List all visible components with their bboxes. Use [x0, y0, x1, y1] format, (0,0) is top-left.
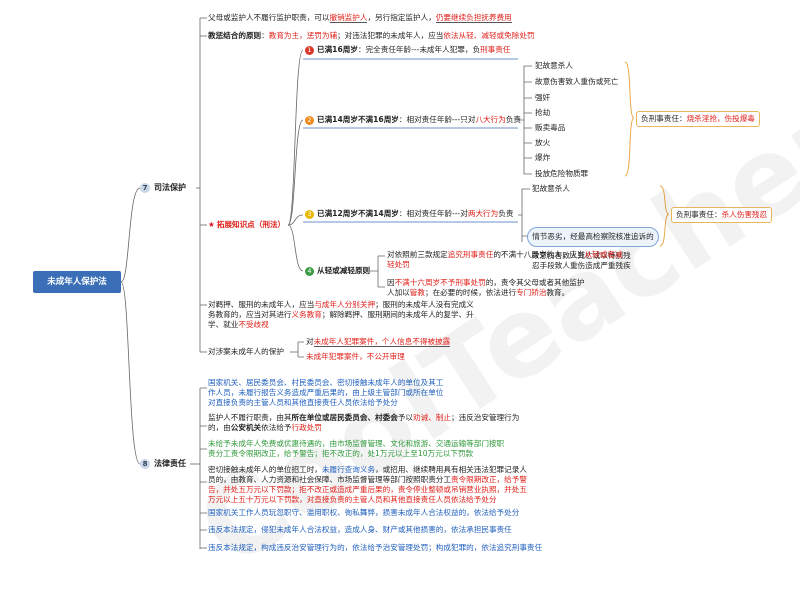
- involved-item-2: 未成年犯罪案件，不公开审理: [306, 352, 405, 361]
- lenient-rule-1: 对依照前三款规定追究刑事责任的不满十八周岁的人，应当从轻或者减 轻处罚: [387, 250, 623, 269]
- crime-item: 强奸: [535, 93, 551, 102]
- age12-injury-item: 故意伤害致人死亡或以特别残忍手段致人重伤造成严重残疾: [532, 251, 631, 270]
- crime-item: 犯故意杀人: [535, 61, 573, 70]
- number-two-icon: 2: [305, 115, 314, 125]
- liability-item-free-service: 未给予未成年人免费或优惠待遇的，由市场监督管理、文化和旅游、交通运输等部门按职责…: [208, 439, 505, 458]
- connector-lines: [120, 17, 670, 549]
- liability-item-civil: 违反本法规定，侵犯未成年人合法权益，造成人身、财产或其他损害的，依法承担民事责任: [208, 525, 512, 534]
- crime-item: 放火: [535, 138, 551, 147]
- branch-title: 司法保护: [154, 183, 186, 192]
- liability-item-criminal: 违反本法规定，构成违反治安管理行为的，依法给予治安管理处罚；构成犯罪的，依法追究…: [208, 543, 543, 552]
- age14-responsibility-callout: 负刑事责任：烧杀淫抢，伤投爆毒: [636, 111, 760, 127]
- crime-item: 抢劫: [535, 108, 551, 117]
- number-icon: 7: [140, 182, 150, 193]
- education-principle-line: 教惩结合的原则：教育为主，惩罚为辅；对违法犯罪的未成年人，应当依法从轻、减轻或免…: [208, 31, 535, 40]
- branch-title: 法律责任: [154, 459, 186, 468]
- number-four-icon: 4: [305, 266, 314, 276]
- liability-item-hiring: 密切接触未成年人的单位招工时，未履行查询义务，或招用、继续聘用具有相关违法犯罪记…: [208, 465, 527, 504]
- number-three-icon: 3: [305, 209, 314, 219]
- number-one-icon: 1: [305, 45, 314, 55]
- lenient-rule-2: 因不满十六周岁不予刑事处罚的，责令其父母或者其他监护 人加以管教；在必要的时候，…: [387, 278, 585, 297]
- guardian-line: 父母或监护人不履行监护职责，可以撤销监护人，另行指定监护人，仍要继续负担抚养费用: [208, 13, 512, 23]
- crime-item: 爆炸: [535, 153, 551, 162]
- serious-circumstance-bubble: 情节恶劣，经最高检察院核准追诉的: [527, 227, 659, 247]
- involved-minor-protection-node: 对涉案未成年人的保护: [208, 347, 284, 356]
- expand-knowledge-node[interactable]: ★拓展知识点（刑法）: [208, 220, 286, 229]
- liability-item-officials: 国家机关工作人员玩忽职守、滥用职权、徇私舞弊，损害未成年人合法权益的，依法给予处…: [208, 508, 520, 517]
- branch-legal-liability[interactable]: 8 法律责任: [140, 458, 186, 469]
- root-node[interactable]: 未成年人保护法: [33, 271, 121, 293]
- involved-item-1: 对未成年人犯罪案件，个人信息不得被披露: [306, 337, 451, 347]
- crime-item: 贩卖毒品: [535, 123, 566, 132]
- age12-murder-item: 犯故意杀人: [532, 184, 570, 193]
- star-icon: ★: [208, 220, 215, 229]
- liability-item-report: 国家机关、居民委员会、村民委员会、密切接触未成年人的单位及其工作人员，未履行报告…: [208, 378, 444, 407]
- detention-rule: 对羁押、服刑的未成年人，应当与成年人分别关押；服刑的未成年人没有完成义 务教育的…: [208, 300, 474, 329]
- crime-item: 投放危险物质罪: [535, 169, 589, 178]
- liability-item-guardian: 监护人不履行职责，由其所在单位或居民委员会、村委会予以劝诫、制止；违反治安管理行…: [208, 413, 520, 432]
- branch-judicial-protection[interactable]: 7 司法保护: [140, 182, 186, 193]
- number-icon: 8: [140, 458, 150, 469]
- age12-responsibility-callout: 负刑事责任：杀人伤害残忍: [671, 207, 773, 223]
- crime-item: 故意伤害致人重伤或死亡: [535, 77, 619, 86]
